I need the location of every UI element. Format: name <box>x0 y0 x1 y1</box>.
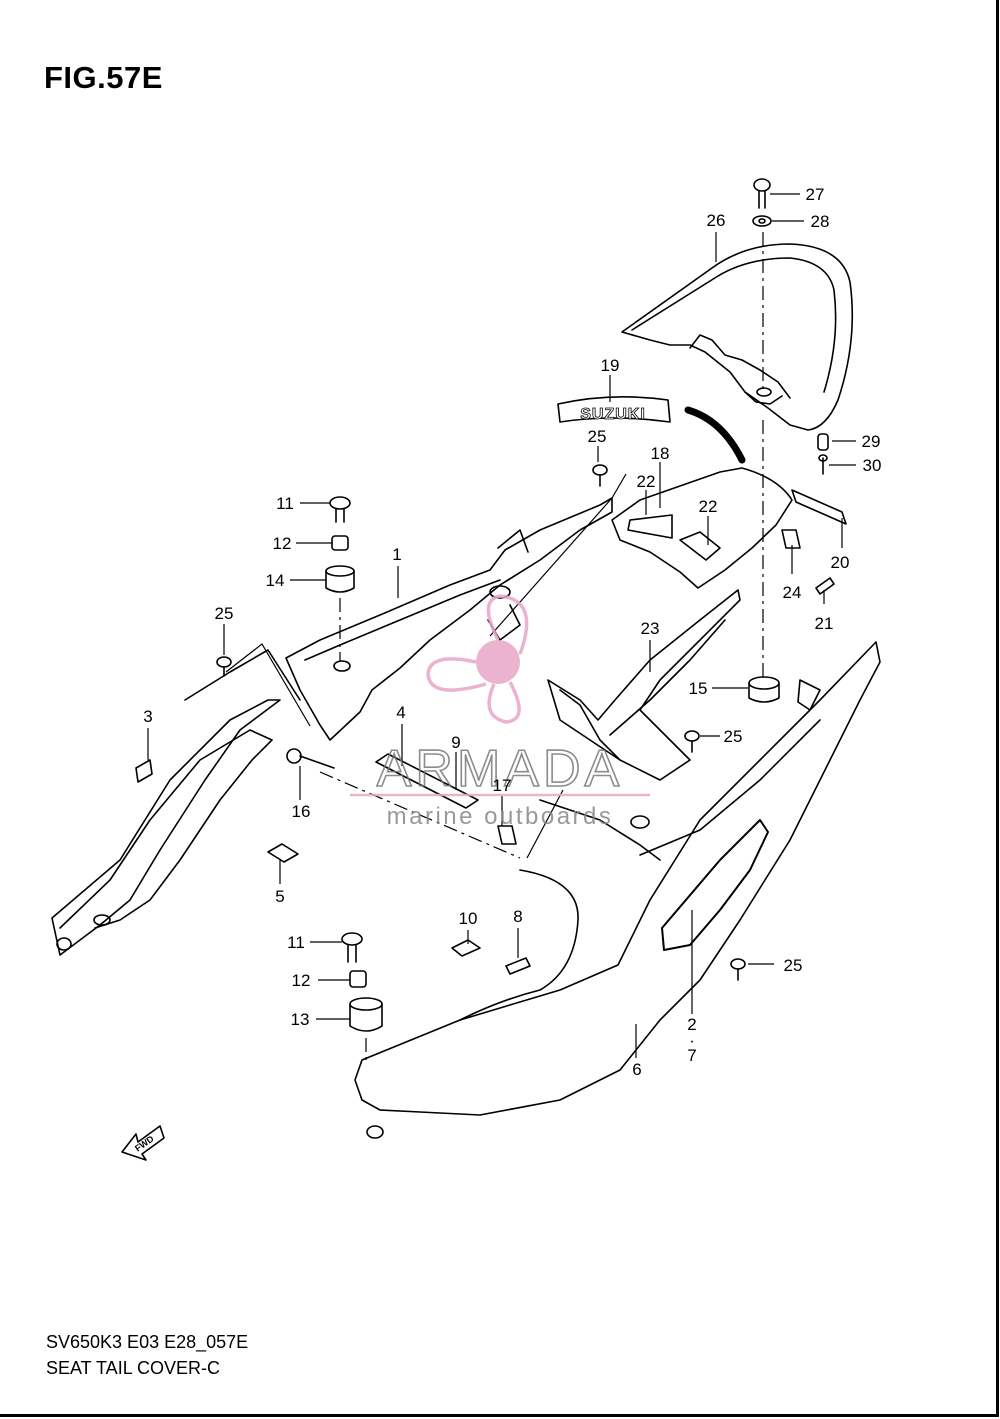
callout-5: 5 <box>275 887 284 906</box>
callout-12-top: 12 <box>273 534 292 553</box>
callout-26: 26 <box>707 211 726 230</box>
callout-19: 19 <box>601 356 620 375</box>
callout-30: 30 <box>863 456 882 475</box>
propeller-logo-icon <box>426 594 529 724</box>
callout-11-top: 11 <box>276 494 294 513</box>
callout-labels: 1 2 · 3 4 5 6 7 8 9 10 11 11 12 12 13 14… <box>143 185 881 1079</box>
callout-4: 4 <box>396 703 405 722</box>
assembly-lines <box>319 232 764 1060</box>
diagram-caption: SEAT TAIL COVER-C <box>46 1358 221 1378</box>
grommet-13 <box>349 997 383 1032</box>
grab-rail-part <box>621 243 854 431</box>
bolt-11-top <box>329 496 351 523</box>
pad-8 <box>505 957 531 975</box>
callout-22-b: 22 <box>699 497 718 516</box>
callout-7: 7 <box>687 1046 696 1065</box>
center-bracket-part <box>547 589 741 781</box>
screw-25-a <box>592 464 608 487</box>
bolt-16 <box>286 748 335 769</box>
screw-25-d <box>730 958 746 981</box>
pad-10 <box>451 939 481 957</box>
clip-17 <box>497 825 517 845</box>
tape-3 <box>135 759 153 783</box>
leader-lines <box>147 193 856 1058</box>
bolt-11-bottom <box>341 932 363 963</box>
pad-5 <box>267 843 299 863</box>
callout-25-c: 25 <box>724 727 743 746</box>
callout-15: 15 <box>689 679 708 698</box>
callout-10: 10 <box>459 909 478 928</box>
screw-30 <box>818 454 828 475</box>
callout-25-b: 25 <box>215 604 234 623</box>
bolt-27 <box>753 178 771 209</box>
callout-21: 21 <box>815 614 834 633</box>
callout-1: 1 <box>392 545 401 564</box>
pad-21 <box>815 577 835 595</box>
screw-25-b <box>216 656 232 677</box>
watermark-brand: ARMADA <box>377 740 623 798</box>
emblem-stripe <box>684 406 746 464</box>
model-code: SV650K3 E03 E28_057E <box>46 1332 249 1352</box>
washer-28 <box>752 215 772 227</box>
left-side-rail-part <box>51 649 301 956</box>
collar-12-bottom <box>349 970 367 988</box>
callout-9: 9 <box>451 733 460 752</box>
callout-11-bottom: 11 <box>287 933 305 952</box>
callout-18: 18 <box>651 444 670 463</box>
grommet-15 <box>748 676 780 703</box>
callout-24: 24 <box>783 583 802 602</box>
callout-14: 14 <box>266 571 285 590</box>
armada-watermark: ARMADA marine outboards <box>350 594 650 830</box>
callout-16: 16 <box>292 802 311 821</box>
tape-4 <box>375 753 479 809</box>
callout-12-bottom: 12 <box>292 971 311 990</box>
suzuki-emblem-part <box>557 396 671 423</box>
callout-25-a: 25 <box>588 427 607 446</box>
suzuki-emblem-text: SUZUKI <box>580 406 646 423</box>
callout-29: 29 <box>862 432 881 451</box>
collar-29 <box>817 433 829 451</box>
callout-22-a: 22 <box>637 472 656 491</box>
callout-6: 6 <box>632 1060 641 1079</box>
callout-17: 17 <box>493 776 512 795</box>
clip-24 <box>781 529 801 549</box>
figure-title: FIG.57E <box>44 60 163 95</box>
left-inner-frame-part <box>285 497 613 741</box>
mounting-guide-lines <box>225 473 627 859</box>
collar-12-top <box>331 535 349 551</box>
fwd-arrow-icon <box>121 1125 165 1161</box>
seal-20 <box>791 489 847 525</box>
callout-2: 2 <box>687 1015 696 1034</box>
watermark-tagline: marine outboards <box>387 803 614 830</box>
screw-25-c <box>684 730 700 753</box>
callout-25-d: 25 <box>784 956 803 975</box>
tail-center-cover-part <box>611 467 793 589</box>
callout-separator: · <box>689 1031 695 1050</box>
callout-13: 13 <box>291 1010 310 1029</box>
callout-8: 8 <box>513 907 522 926</box>
right-side-cover-part <box>354 641 881 1139</box>
callout-28: 28 <box>811 212 830 231</box>
callout-27: 27 <box>806 185 825 204</box>
callout-20: 20 <box>831 553 850 572</box>
callout-23: 23 <box>641 619 660 638</box>
grommet-14 <box>325 565 355 593</box>
callout-3: 3 <box>143 707 152 726</box>
